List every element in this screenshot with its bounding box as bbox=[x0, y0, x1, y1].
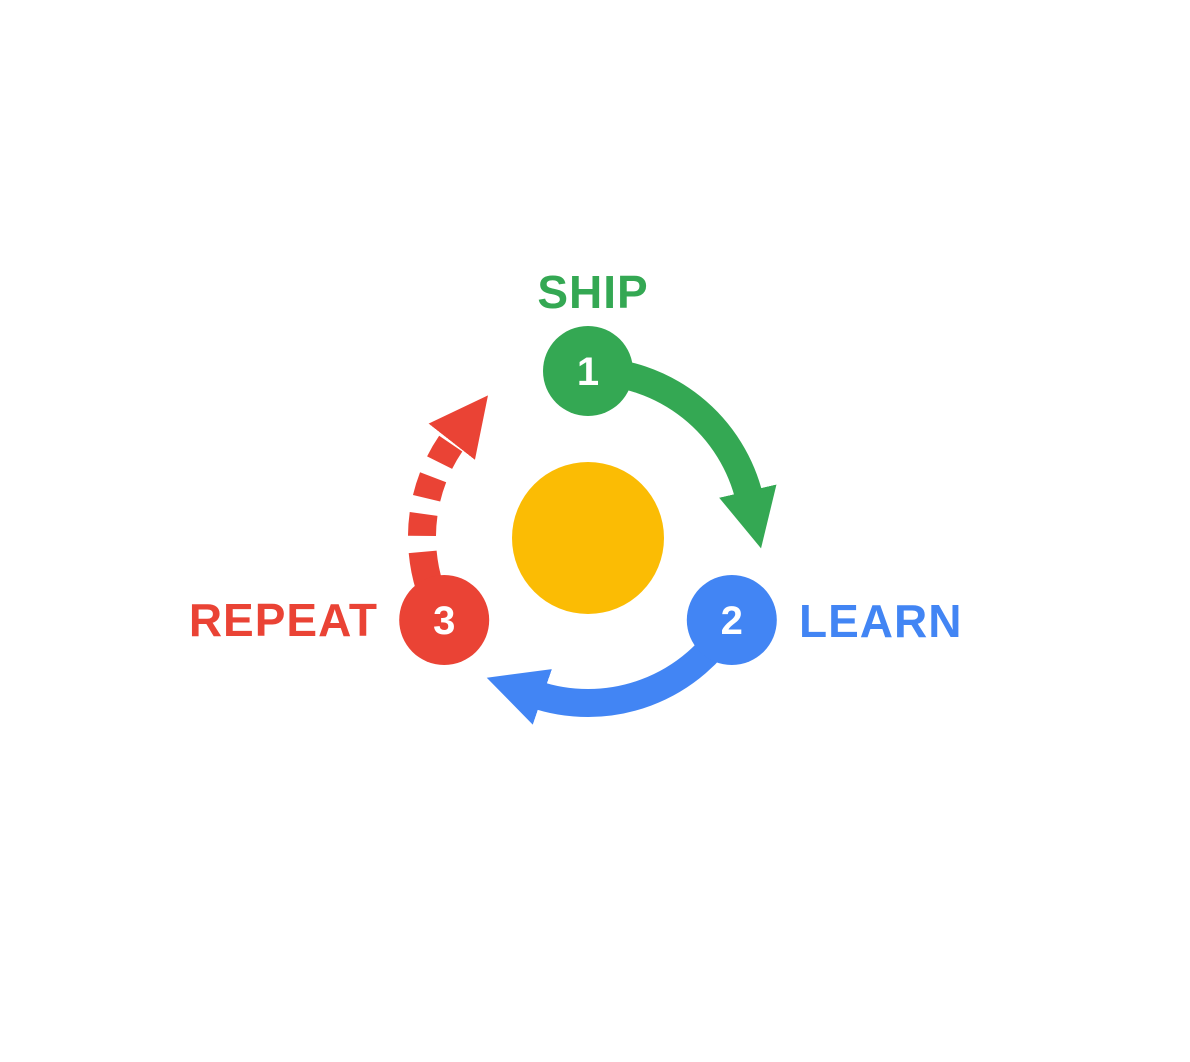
step-2-number: 2 bbox=[721, 599, 743, 643]
step-2-label-learn: LEARN bbox=[799, 595, 962, 647]
step-3-label-repeat: REPEAT bbox=[189, 594, 378, 646]
step-3-circle bbox=[399, 575, 490, 665]
step-3-number: 3 bbox=[433, 599, 455, 643]
center-circle bbox=[512, 462, 664, 614]
step-2-circle bbox=[686, 575, 777, 665]
step-1-circle bbox=[543, 326, 633, 416]
step-1-number: 1 bbox=[577, 350, 599, 394]
step-1-label-ship: SHIP bbox=[537, 266, 648, 318]
